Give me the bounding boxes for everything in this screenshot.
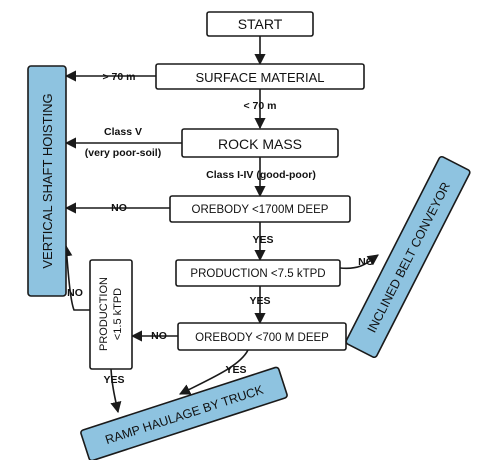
edge-label-orebody1700-yes: YES (252, 234, 273, 246)
edge-label-production15-no: NO (67, 287, 83, 299)
production-15-label-line2: <1.5 kTPD (112, 288, 124, 340)
edge-label-orebody1700-no: NO (111, 202, 127, 214)
edge-label-surface-gt70: > 70 m (103, 71, 136, 83)
edge-label-production15-yes: YES (103, 374, 124, 386)
production-75-label: PRODUCTION <7.5 kTPD (190, 268, 325, 280)
production-15-node: PRODUCTION <1.5 kTPD (89, 259, 133, 370)
start-node: START (206, 11, 314, 37)
orebody-700-label: OREBODY <700 M DEEP (195, 332, 329, 344)
orebody-1700-node: OREBODY <1700M DEEP (169, 195, 351, 223)
rock-mass-label: ROCK MASS (218, 136, 302, 152)
edge-label-production75-no: NO (358, 256, 374, 268)
rock-mass-node: ROCK MASS (181, 128, 339, 158)
production15-to-vertical-arrow (61, 244, 90, 311)
inclined-belt-conveyor-label: INCLINED BELT CONVEYOR (365, 180, 453, 335)
surface-material-node: SURFACE MATERIAL (155, 63, 365, 90)
orebody-1700-label: OREBODY <1700M DEEP (192, 204, 329, 216)
edge-label-surface-lt70: < 70 m (244, 100, 277, 112)
production15-to-ramp-arrow (110, 368, 122, 414)
edge-label-production75-yes: YES (249, 295, 270, 307)
surface-material-label: SURFACE MATERIAL (195, 70, 324, 85)
production-15-label-line1: PRODUCTION (98, 277, 110, 351)
edge-label-class-v: Class V (104, 126, 142, 138)
orebody-700-node: OREBODY <700 M DEEP (177, 322, 347, 351)
edge-label-class-v-desc: (very poor-soil) (85, 147, 161, 159)
edge-label-orebody700-no: NO (151, 330, 167, 342)
vertical-shaft-hoisting-label: VERTICAL SHAFT HOISTING (40, 93, 55, 268)
edge-label-orebody700-yes: YES (225, 364, 246, 376)
vertical-shaft-hoisting-node: VERTICAL SHAFT HOISTING (27, 65, 67, 297)
production75-to-belt-arrow (339, 254, 379, 270)
edge-label-class-i-iv: Class I-IV (good-poor) (206, 169, 316, 181)
production-75-node: PRODUCTION <7.5 kTPD (175, 259, 341, 287)
start-label: START (238, 16, 283, 32)
orebody700-to-ramp-arrow (178, 349, 249, 395)
